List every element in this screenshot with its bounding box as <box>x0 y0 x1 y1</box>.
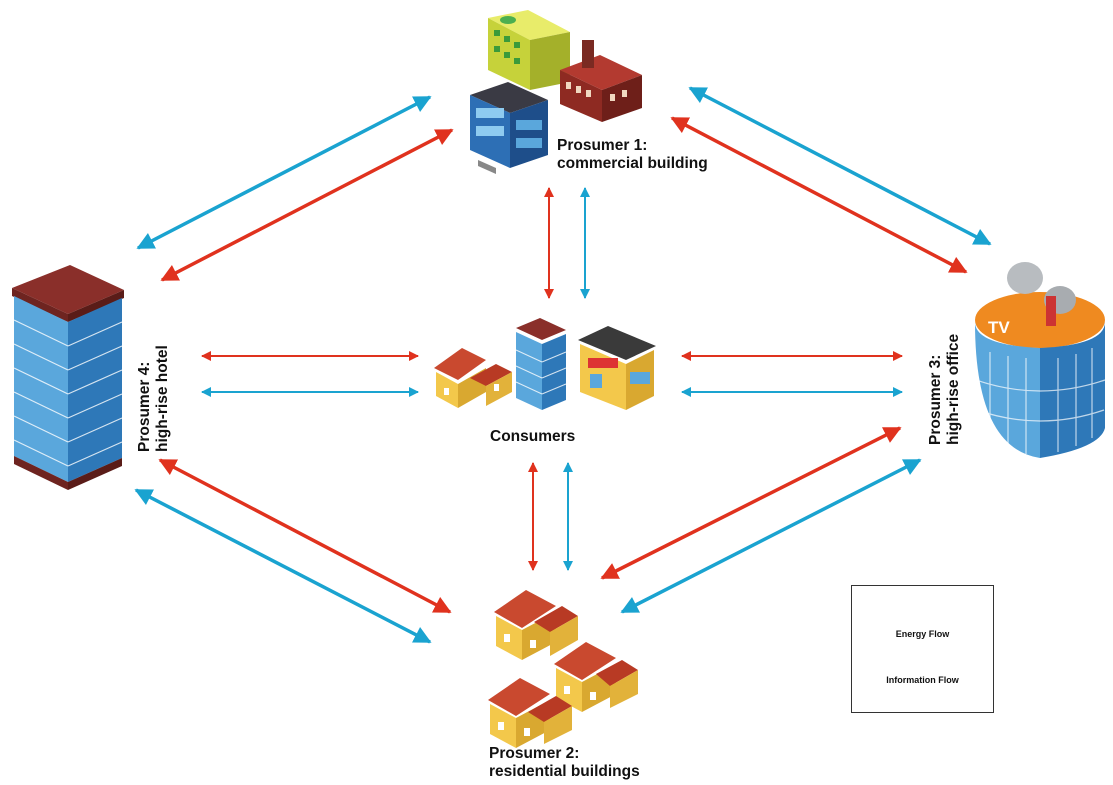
prosumer4-label: Prosumer 4: high-rise hotel <box>136 345 172 452</box>
prosumer4-subtitle: high-rise hotel <box>154 345 171 452</box>
energy-flow-p2-p3 <box>620 458 922 614</box>
info-flow-p2-p3 <box>600 426 902 580</box>
prosumer2-label: Prosumer 2: residential buildings <box>489 745 640 781</box>
consumer-buildings-icon <box>434 318 656 410</box>
tv-station-icon: TV <box>975 262 1106 458</box>
info-flow-p1-p3 <box>670 116 968 274</box>
hotel-tower-icon <box>12 265 124 490</box>
prosumer1-title: Prosumer 1: <box>557 137 648 154</box>
info-flow-p4-p1 <box>160 128 454 282</box>
consumers-label: Consumers <box>490 428 576 445</box>
info-flow-p4-p2 <box>158 458 452 614</box>
prosumer3-title: Prosumer 3: <box>927 354 944 445</box>
energy-flow-p1-p3 <box>688 86 992 246</box>
prosumer4-title: Prosumer 4: <box>136 361 153 452</box>
commercial-buildings-icon <box>470 10 642 174</box>
energy-flow-p4-p1 <box>136 95 432 250</box>
energy-flow-p4-p2 <box>134 488 432 644</box>
legend-info-label: Information Flow <box>886 675 959 685</box>
prosumer3-label: Prosumer 3: high-rise office <box>927 334 963 445</box>
prosumer1-subtitle: commercial building <box>557 155 708 172</box>
flow-arrows <box>134 86 992 644</box>
prosumer2-subtitle: residential buildings <box>489 763 640 780</box>
legend-box: Energy Flow Information Flow <box>851 585 994 713</box>
legend-energy-label: Energy Flow <box>895 629 950 639</box>
prosumer2-title: Prosumer 2: <box>489 745 580 762</box>
svg-text:TV: TV <box>988 318 1010 337</box>
prosumer3-subtitle: high-rise office <box>945 333 962 445</box>
houses-icon <box>488 590 638 748</box>
prosumer1-label: Prosumer 1: commercial building <box>557 137 708 173</box>
